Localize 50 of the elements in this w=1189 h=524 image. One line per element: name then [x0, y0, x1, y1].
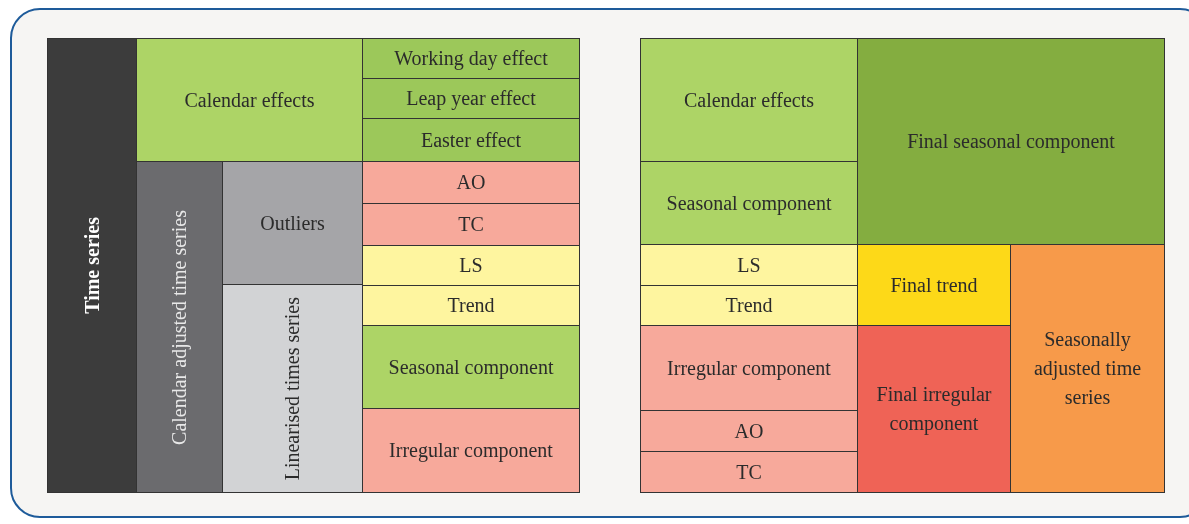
table-cell-block — [362, 325, 580, 409]
table-cell-block — [640, 410, 858, 452]
table-cell-block — [640, 244, 858, 286]
table-cell-block — [857, 38, 1165, 245]
table-cell-block — [362, 78, 580, 119]
table-cell-block — [1010, 244, 1165, 493]
cell-label: TC — [458, 212, 484, 237]
cell-label: LS — [459, 253, 483, 278]
table-cell-block — [640, 285, 858, 326]
table-cell-block — [222, 161, 363, 285]
table-cell-block — [362, 161, 580, 204]
cell-label: Trend — [725, 293, 773, 318]
cell-label: Seasonal component — [666, 190, 832, 217]
table-cell-block — [362, 118, 580, 162]
table-cell-block — [47, 38, 137, 493]
table-cell-block — [640, 325, 858, 411]
cell-label: Final seasonal component — [907, 129, 1115, 155]
cell-label: LS — [737, 252, 761, 278]
table-cell-block — [640, 38, 858, 162]
table-cell-block — [362, 408, 580, 493]
table-cell-block — [640, 451, 858, 493]
cell-label: Final trend — [890, 272, 978, 298]
cell-label: TC — [736, 459, 762, 485]
cell-label: Seasonally adjusted time series — [1032, 327, 1143, 410]
cell-label: Seasonal component — [388, 354, 554, 381]
table-cell-block — [857, 244, 1011, 326]
cell-label: Linearised times series — [280, 296, 304, 481]
cell-label: Calendar effects — [184, 87, 315, 113]
table-cell-block — [136, 38, 363, 162]
table-cell-block — [362, 203, 580, 246]
table-cell-block — [222, 284, 363, 493]
table-cell-block — [362, 245, 580, 286]
cell-label: Irregular component — [389, 438, 553, 464]
table-cell-block — [136, 161, 223, 493]
table-cell-block — [857, 325, 1011, 493]
cell-label: Leap year effect — [406, 86, 536, 112]
cell-label: Outliers — [260, 210, 325, 236]
cell-label: Calendar adjusted time series — [167, 209, 192, 445]
table-cell-block — [640, 161, 858, 245]
cell-label: Trend — [447, 293, 495, 318]
cell-label: Time series — [79, 217, 104, 314]
cell-label: Final irregular component — [875, 382, 993, 437]
cell-label: Working day effect — [394, 46, 548, 72]
cell-label: Easter effect — [420, 127, 522, 153]
cell-label: AO — [734, 418, 764, 444]
table-cell-block — [362, 285, 580, 326]
cell-label: Irregular component — [667, 355, 831, 382]
cell-label: AO — [456, 170, 486, 195]
table-cell-block — [362, 38, 580, 79]
cell-label: Calendar effects — [683, 87, 815, 113]
